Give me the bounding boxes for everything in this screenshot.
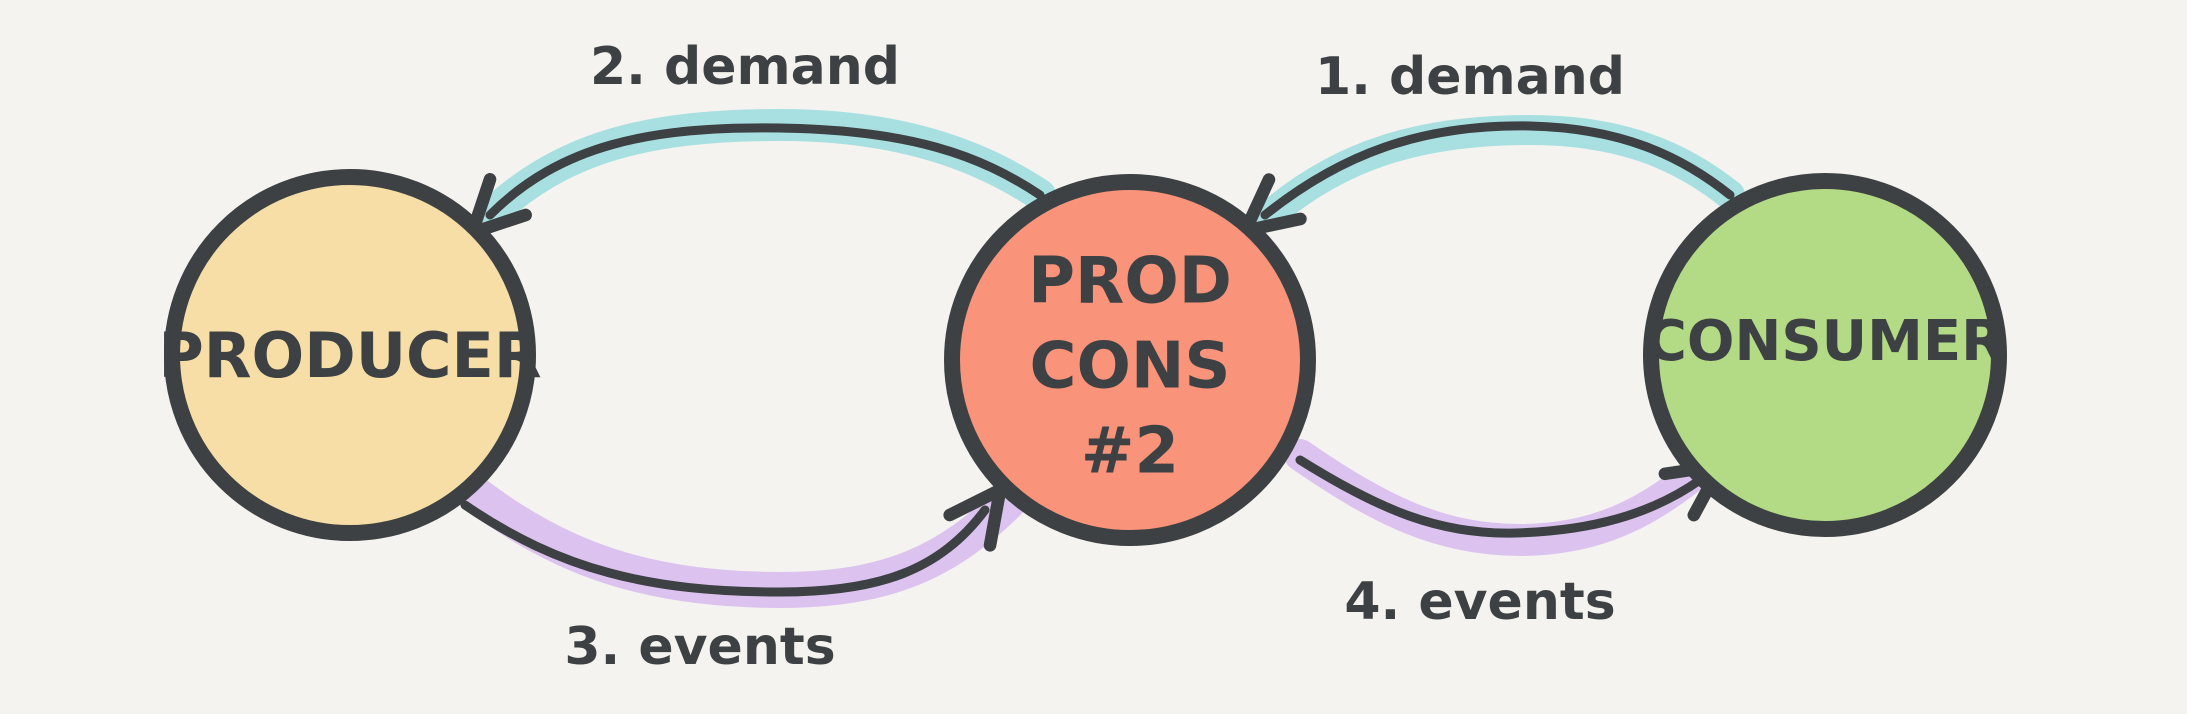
- node-prodcons-label-line-3: #2: [1081, 415, 1179, 489]
- node-prodcons-label-line-1: PROD: [1028, 245, 1232, 319]
- edge-3-highlight: [452, 472, 1028, 609]
- node-prodcons: PROD CONS #2: [944, 174, 1316, 546]
- edge-2-label: 2. demand: [590, 37, 900, 97]
- node-consumer: CONSUMER: [1643, 173, 2007, 537]
- edge-2-highlight: [474, 108, 1056, 231]
- node-producer: PRODUCER: [158, 169, 542, 541]
- edge-1-highlight: [1255, 114, 1745, 230]
- node-consumer-label: CONSUMER: [1646, 309, 2004, 374]
- edge-1-label: 1. demand: [1315, 47, 1625, 107]
- edge-4-label: 4. events: [1344, 572, 1615, 632]
- edge-4-line: [1295, 455, 1727, 538]
- edge-3-line: [460, 483, 1007, 597]
- edge-1-line: [1239, 121, 1735, 238]
- node-producer-label: PRODUCER: [158, 319, 541, 392]
- edge-2-line: [465, 123, 1045, 240]
- edge-3-label: 3. events: [564, 617, 835, 677]
- node-prodcons-label-line-2: CONS: [1029, 330, 1230, 404]
